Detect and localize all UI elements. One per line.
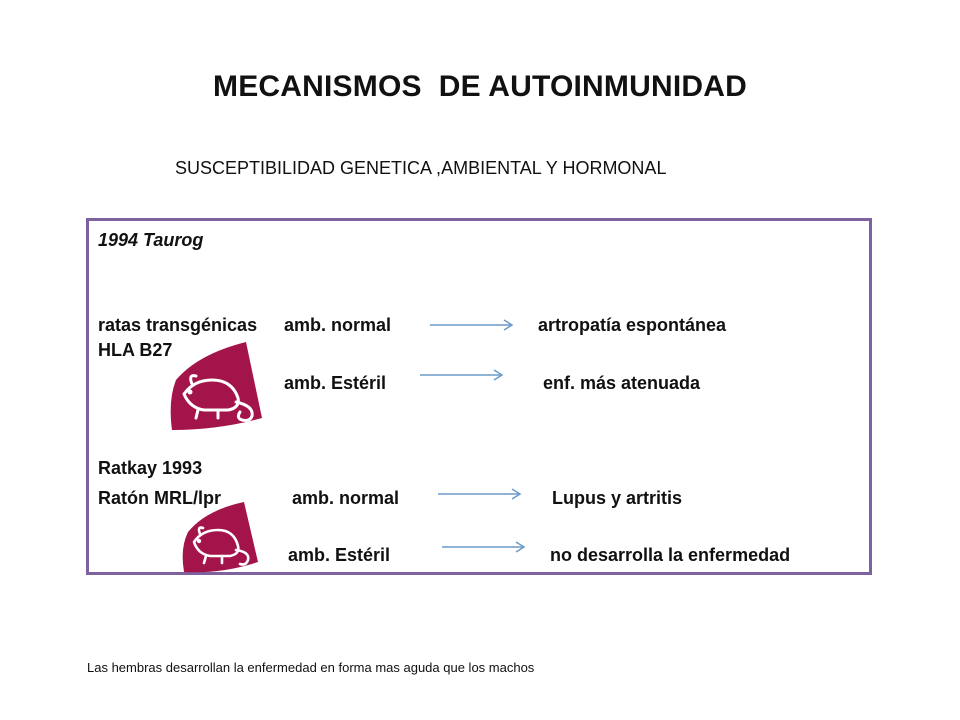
section1-row2-condition: amb. Estéril [284, 373, 387, 393]
section1-row1-condition: amb. normal [284, 315, 392, 335]
section2-row2-result: no desarrolla la enfermedad [550, 545, 791, 565]
footnote: Las hembras desarrollan la enfermedad en… [87, 660, 535, 675]
arrow-icon [430, 319, 514, 331]
section1-heading: 1994 Taurog [98, 230, 204, 250]
section2-subject: Ratón MRL/lpr [98, 488, 221, 508]
slide-subtitle: SUSCEPTIBILIDAD GENETICA ,AMBIENTAL Y HO… [175, 158, 667, 178]
section2-row2-condition: amb. Estéril [288, 545, 391, 565]
section2-row1-result: Lupus y artritis [552, 488, 683, 508]
arrow-icon [438, 488, 522, 500]
rat-icon [170, 342, 262, 430]
arrow-icon [420, 369, 504, 381]
section1-row2-result: enf. más atenuada [543, 373, 701, 393]
section1-subject: ratas transgénicas [98, 315, 258, 335]
section1-subject-line2: HLA B27 [98, 340, 173, 360]
slide-title: MECANISMOS DE AUTOINMUNIDAD [213, 70, 747, 103]
content-box [86, 218, 872, 575]
section2-heading: Ratkay 1993 [98, 458, 203, 478]
section2-row1-condition: amb. normal [292, 488, 400, 508]
section1-row1-result: artropatía espontánea [538, 315, 727, 335]
mouse-icon [182, 502, 258, 573]
arrow-icon [442, 541, 526, 553]
